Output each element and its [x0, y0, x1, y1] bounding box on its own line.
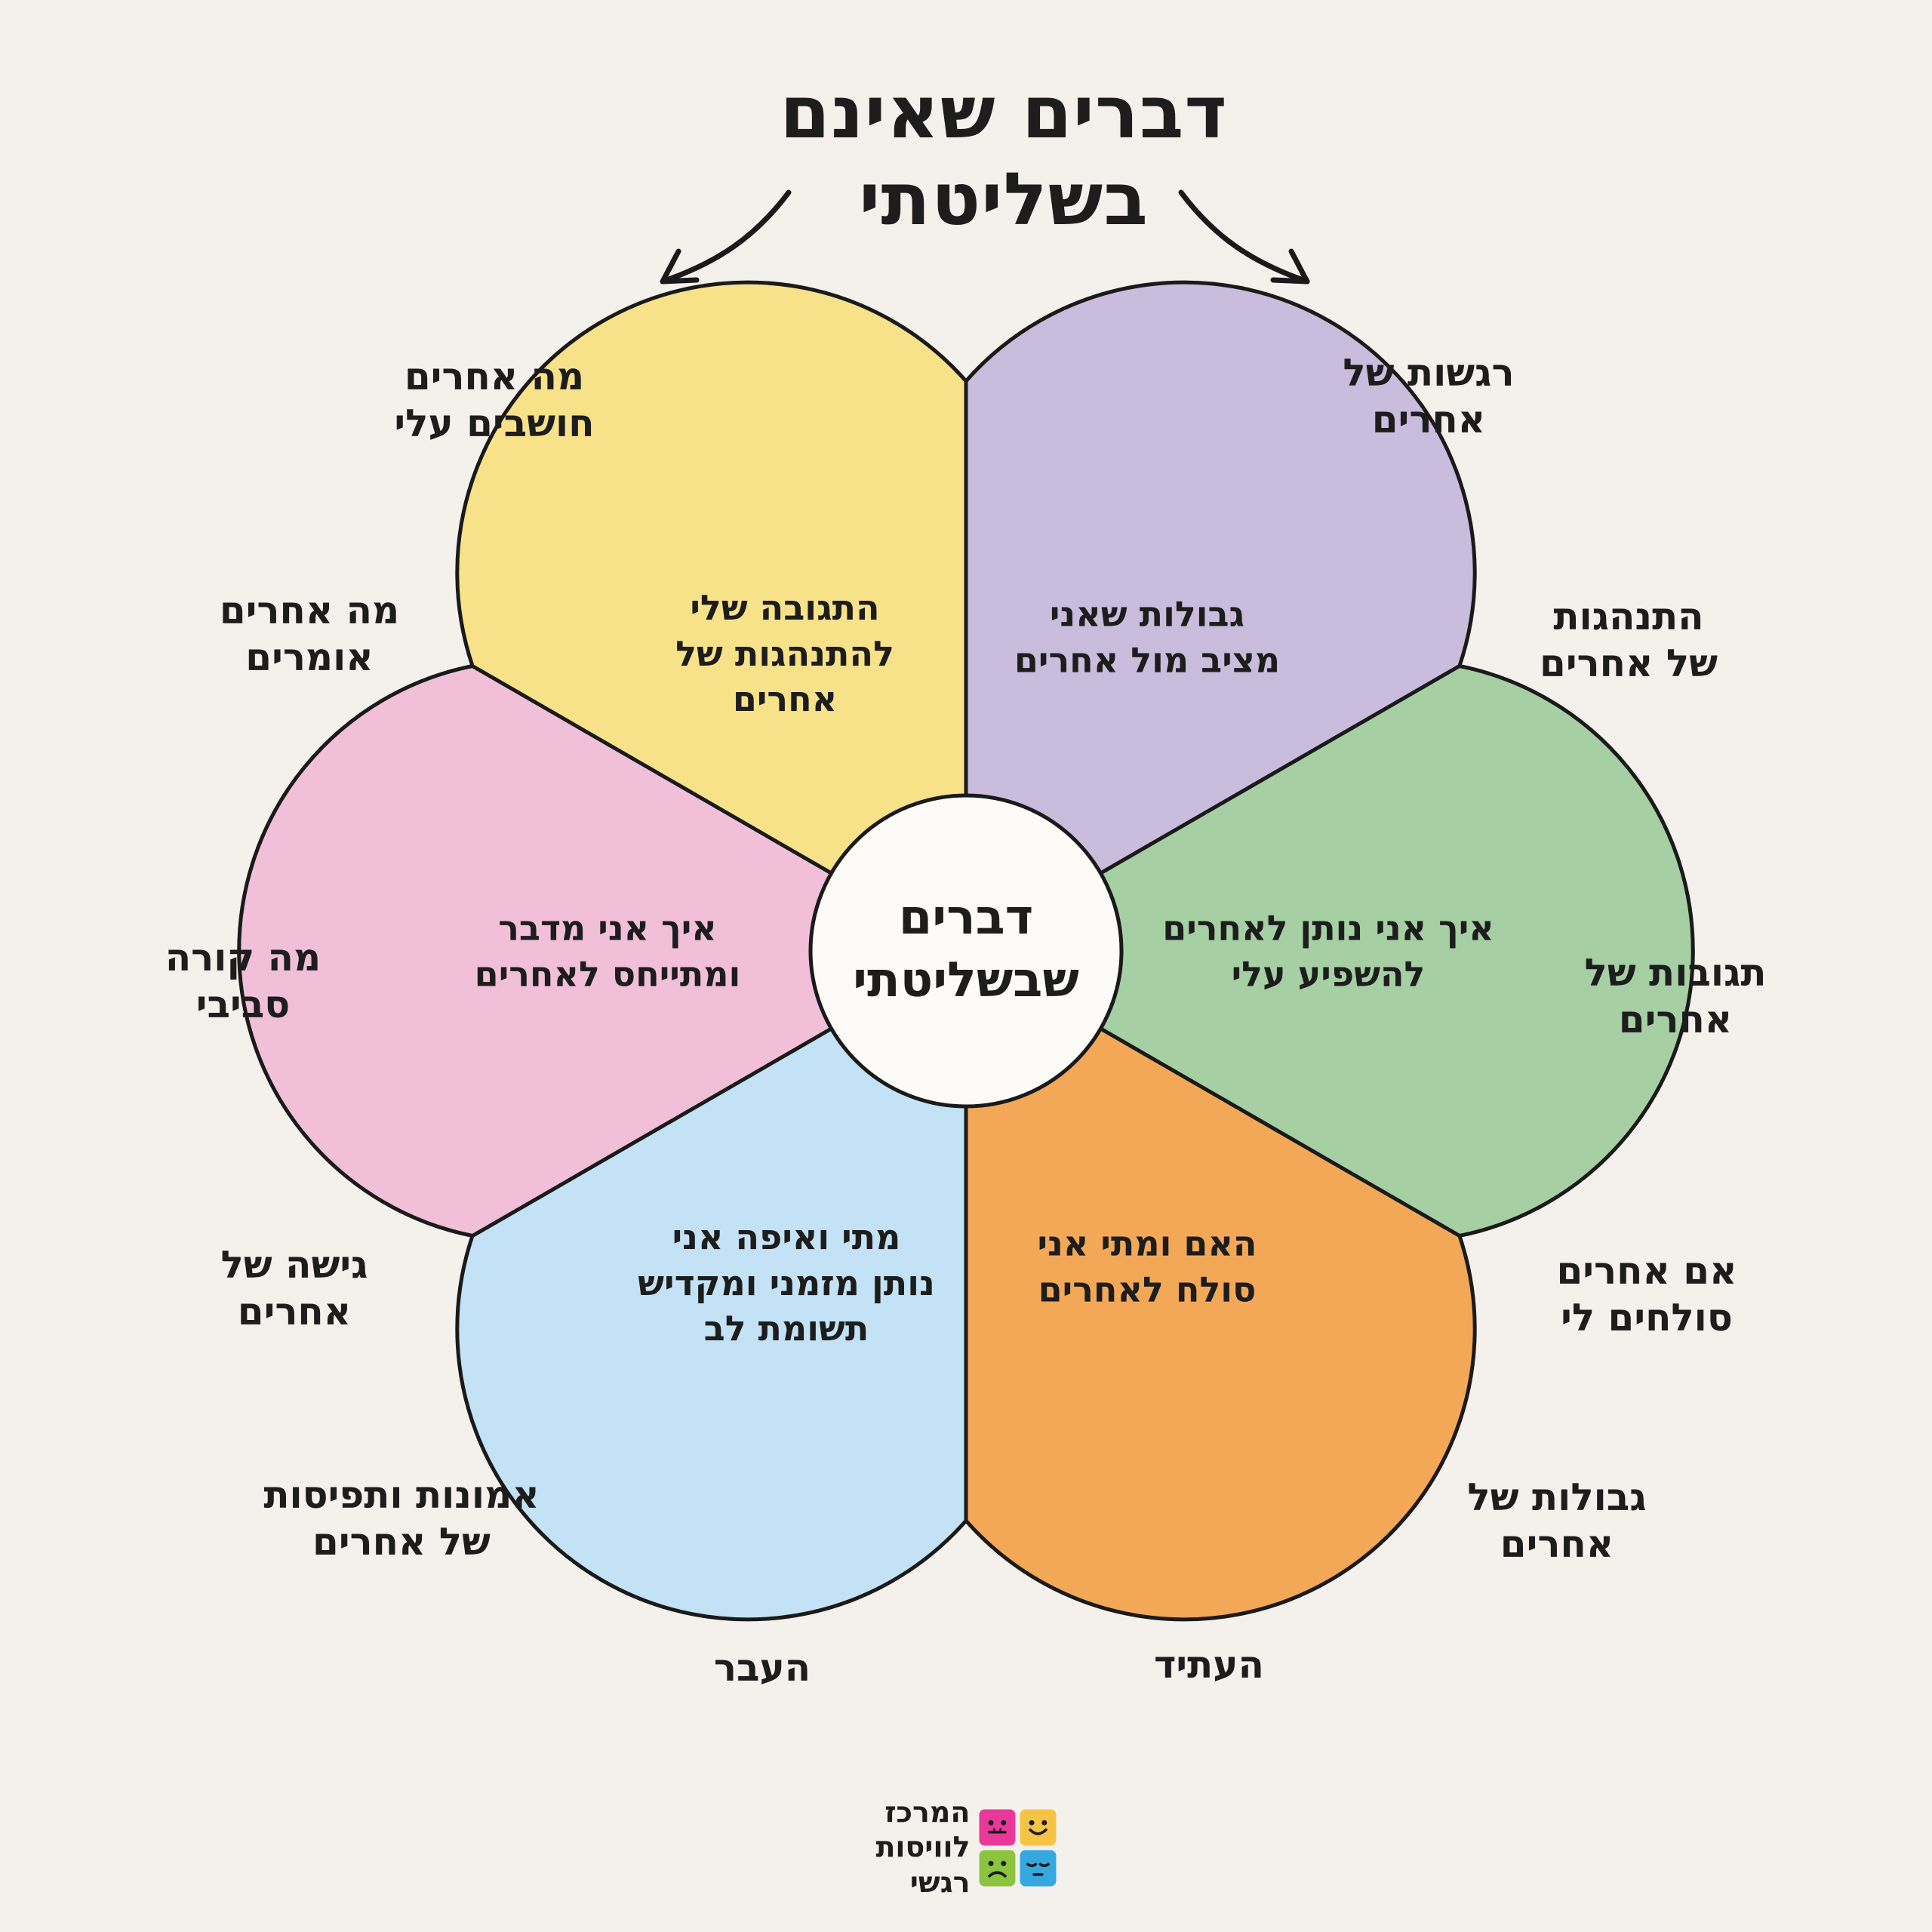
outer-label-others-attitude: גישה של אחרים [220, 1243, 368, 1334]
petal-label-purple: גבולות שאני מציב מול אחרים [1014, 593, 1281, 680]
logo-faces-grid [979, 1808, 1057, 1886]
outer-label-others-reactions: תגובות של אחרים [1584, 951, 1767, 1041]
logo-text: המרכז לוויסות רגשי [875, 1795, 971, 1900]
page-title: דברים שאינם בשליטתי [780, 70, 1228, 242]
outer-label-what-others-think: מה אחרים חושבים עלי [394, 355, 595, 445]
logo-square-pink-face-icon [979, 1808, 1016, 1845]
petal-orange-shape [964, 949, 1477, 1622]
petal-purple-shape [964, 280, 1477, 953]
outer-label-others-beliefs: אמונות ותפיסות של אחרים [263, 1473, 540, 1564]
arrow-left-icon [660, 189, 792, 285]
petal-label-green: איך אני נותן לאחרים להשפיע עלי [1162, 907, 1494, 994]
petal-label-yellow: התגובה שלי להתנהגות של אחרים [675, 586, 894, 720]
arrow-right-icon [1178, 189, 1310, 285]
petal-label-pink: איך אני מדבר ומתייחס לאחרים [474, 907, 741, 994]
outer-label-if-others-forgive: אם אחרים סולחים לי [1556, 1249, 1737, 1340]
petal-green-shape [964, 664, 1695, 1238]
outer-label-others-behavior: התנהגות של אחרים [1540, 595, 1718, 685]
logo-square-green-face-icon [979, 1849, 1016, 1886]
outer-label-others-feelings: רגשות של אחרים [1343, 351, 1515, 441]
outer-label-others-boundaries: גבולות של אחרים [1467, 1475, 1647, 1566]
petal-label-orange: האם ומתי אני סולח לאחרים [1037, 1223, 1257, 1309]
outer-label-the-past: העבר [713, 1646, 811, 1690]
petal-label-blue: מתי ואיפה אני נותן מזמני ומקדיש תשומת לב [638, 1216, 935, 1349]
outer-label-what-others-say: מה אחרים אומרים [219, 589, 400, 679]
logo-square-yellow-face-icon [1020, 1808, 1057, 1845]
center-circle [808, 793, 1124, 1109]
logo-square-blue-face-icon [1020, 1849, 1057, 1886]
logo: המרכז לוויסות רגשי [875, 1795, 1057, 1900]
petal-blue-shape [455, 949, 968, 1622]
petal-yellow-shape [455, 280, 968, 953]
outer-label-the-future: העתיד [1154, 1643, 1264, 1687]
center-label: דברים שבשליטתי [853, 889, 1079, 1008]
outer-label-what-happens-around: מה קורה סביבי [165, 936, 321, 1026]
petal-pink-shape [237, 664, 968, 1238]
